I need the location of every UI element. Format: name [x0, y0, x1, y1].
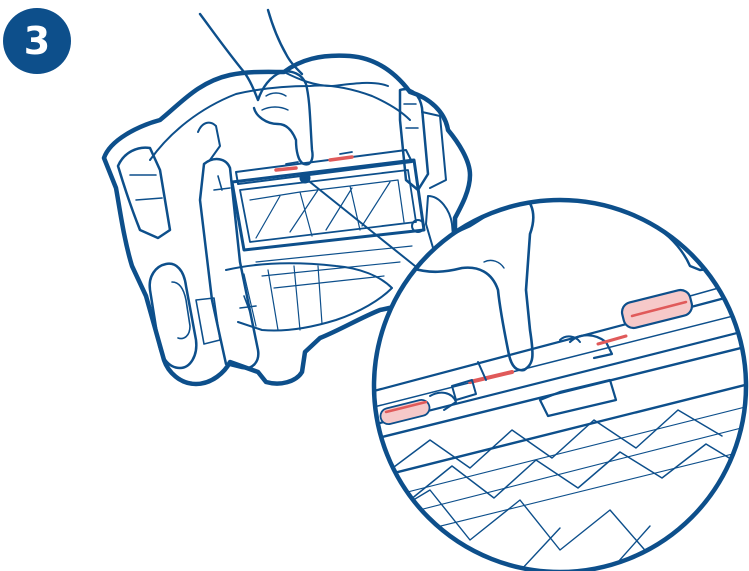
filter-cartridge	[230, 149, 426, 289]
zoom-circle-outline	[371, 197, 749, 571]
zoom-detail	[374, 200, 746, 571]
hand-main	[198, 8, 314, 166]
detail-pointer	[299, 172, 421, 271]
step-number-badge: 3	[3, 8, 71, 74]
